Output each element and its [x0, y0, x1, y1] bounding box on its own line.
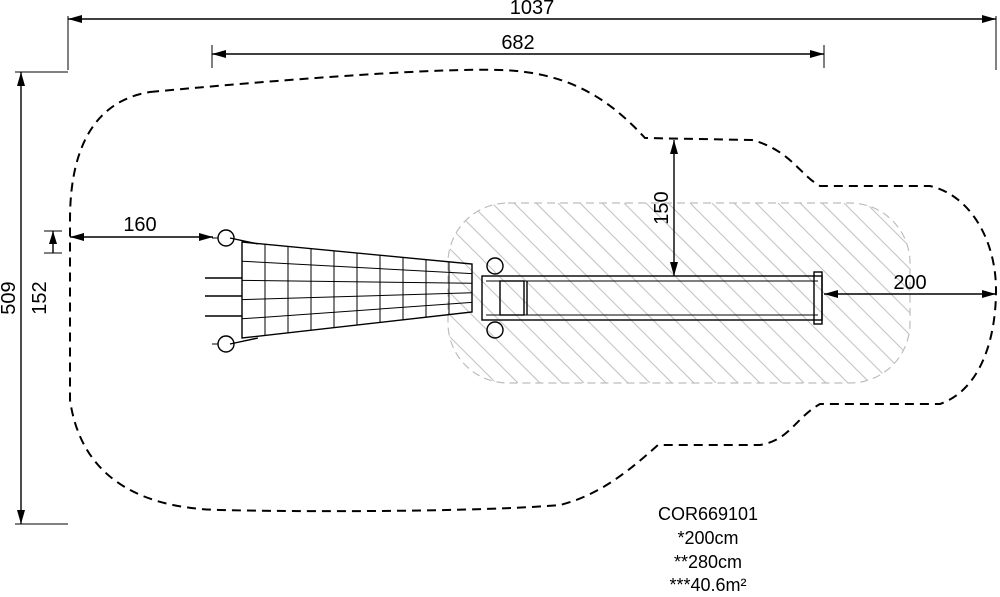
dimension-net-width: 152 [29, 230, 62, 315]
product-info: COR669101 *200cm **280cm ***40.6m² [658, 504, 758, 595]
fall-height-note: **280cm [674, 552, 742, 572]
dimension-equipment-length-label: 682 [501, 32, 534, 54]
dimension-overall-length: 1037 [67, 0, 997, 70]
anchor-posts [205, 229, 504, 353]
dimension-equipment-length: 682 [211, 32, 825, 68]
dimension-overall-length-label: 1037 [510, 0, 555, 19]
free-height-note: *200cm [677, 528, 738, 548]
impact-zone [447, 202, 911, 384]
dimension-right-clearance-label: 200 [893, 272, 926, 294]
dimension-overall-width: 509 [0, 71, 68, 525]
dimension-right-clearance: 200 [824, 272, 996, 298]
dimension-left-clearance: 160 [70, 214, 213, 241]
slide-platform [481, 271, 823, 325]
safety-area-note: ***40.6m² [669, 575, 746, 595]
product-code: COR669101 [658, 504, 758, 524]
rope-net [229, 237, 473, 345]
dimension-top-clearance: 150 [651, 140, 678, 276]
dimension-left-clearance-label: 160 [123, 214, 156, 236]
dimension-overall-width-label: 509 [0, 281, 20, 314]
dimension-top-clearance-label: 150 [651, 191, 673, 224]
safety-boundary [69, 68, 998, 513]
dimension-net-width-label: 152 [29, 281, 51, 314]
